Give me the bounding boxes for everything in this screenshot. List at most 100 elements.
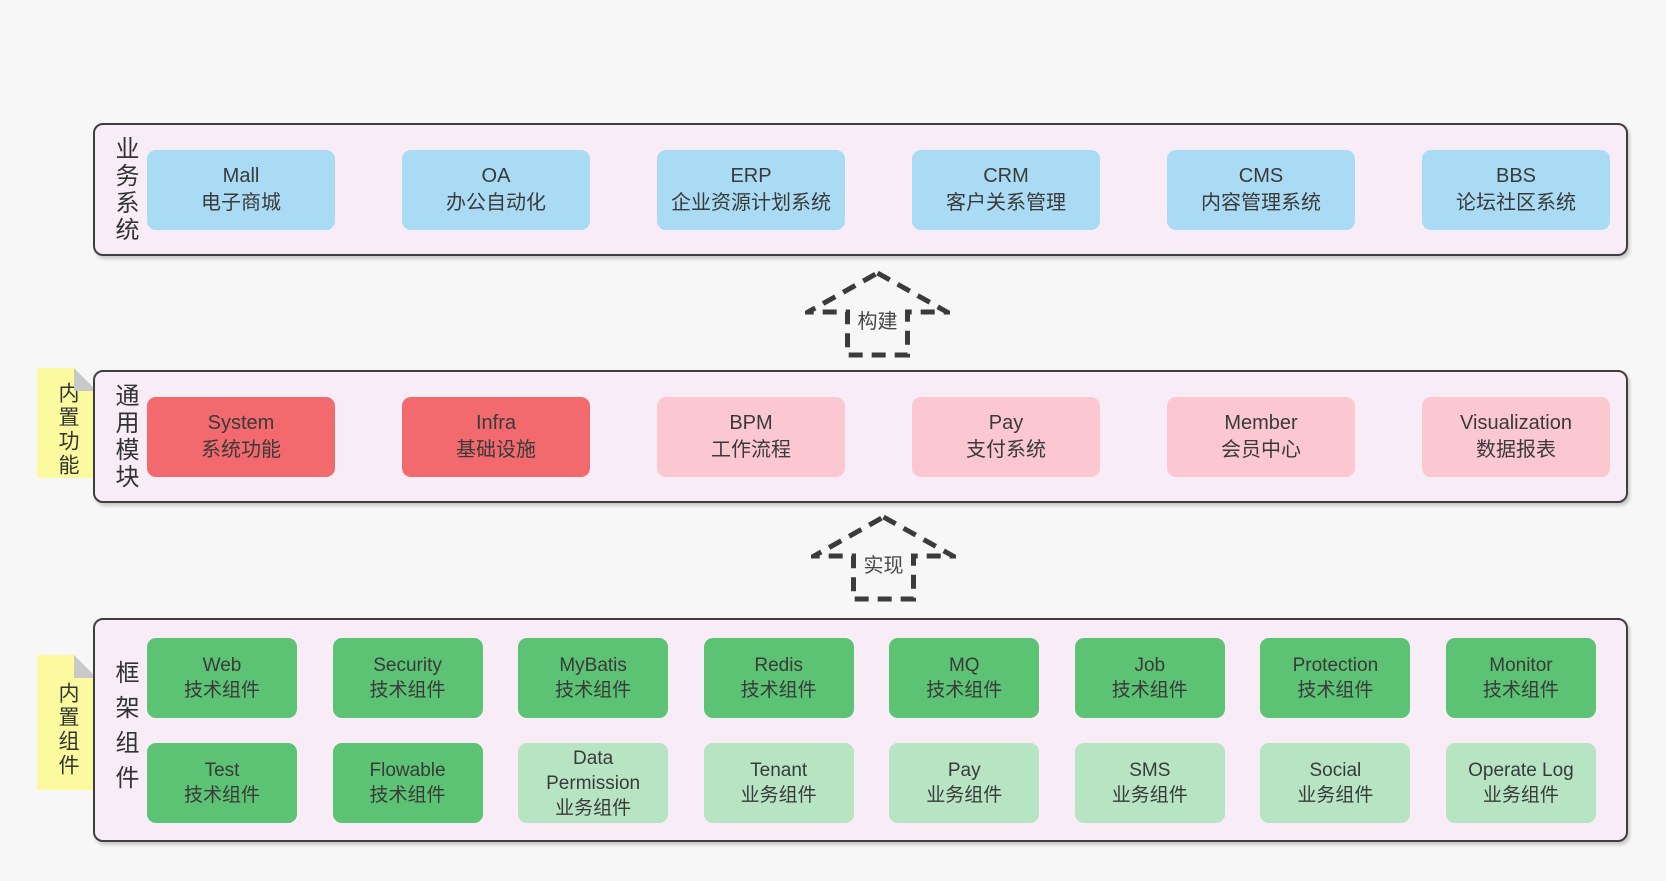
box-subtitle: 电子商城 [201, 192, 281, 214]
arrow-label: 实现 [860, 549, 907, 578]
box-protection: Protection 技术组件 [1260, 638, 1411, 718]
sticky-note-builtin-features: 内置功能 [37, 368, 97, 478]
box-title: Test [204, 760, 240, 781]
box-title: MQ [948, 655, 980, 676]
box-web: Web 技术组件 [147, 638, 297, 718]
box-title: Pay [988, 412, 1024, 434]
box-data-permission: Data Permission 业务组件 [518, 743, 669, 823]
dashed-up-arrow-icon [805, 270, 950, 358]
box-bpm: BPM 工作流程 [657, 397, 845, 477]
box-title: Redis [754, 655, 803, 676]
box-test: Test 技术组件 [147, 743, 297, 823]
box-subtitle: 业务组件 [1482, 785, 1559, 806]
box-visualization: Visualization 数据报表 [1422, 397, 1610, 477]
box-security: Security 技术组件 [332, 638, 483, 718]
box-crm: CRM 客户关系管理 [912, 150, 1100, 230]
box-subtitle: 基础设施 [456, 439, 536, 461]
box-subtitle: 业务组件 [740, 785, 817, 806]
box-subtitle: 技术组件 [369, 680, 446, 701]
box-subtitle: 技术组件 [369, 785, 446, 806]
box-row: Test 技术组件 Flowable 技术组件 Data Permission … [147, 743, 1596, 823]
arrow-implement: 实现 [811, 514, 956, 603]
box-title: OA [481, 165, 511, 187]
layer-title: 通用模块 [111, 382, 138, 491]
box-title: Pay [947, 760, 981, 781]
box-subtitle: 企业资源计划系统 [671, 192, 831, 214]
box-title: CMS [1238, 165, 1284, 187]
box-pay: Pay 支付系统 [912, 397, 1100, 477]
box-tenant: Tenant 业务组件 [703, 743, 854, 823]
box-title: Member [1224, 412, 1298, 434]
box-subtitle: 系统功能 [201, 439, 281, 461]
box-title: SMS [1129, 760, 1171, 781]
box-subtitle: 技术组件 [1111, 680, 1188, 701]
box-subtitle: 业务组件 [1297, 785, 1374, 806]
box-mybatis: MyBatis 技术组件 [518, 638, 669, 718]
box-title: Monitor [1489, 655, 1553, 676]
box-subtitle: 工作流程 [711, 439, 791, 461]
layer-framework-components: 框架组件 Web 技术组件 Security 技术组件 MyBatis 技术组件… [93, 618, 1628, 842]
box-subtitle: 业务组件 [926, 785, 1003, 806]
layer-title: 框架组件 [111, 660, 138, 800]
box-subtitle: 业务组件 [555, 797, 632, 819]
box-subtitle: 客户关系管理 [946, 192, 1066, 214]
box-cms: CMS 内容管理系统 [1167, 150, 1355, 230]
box-row: Web 技术组件 Security 技术组件 MyBatis 技术组件 Redi… [147, 638, 1596, 718]
box-redis: Redis 技术组件 [703, 638, 854, 718]
box-title: Visualization [1460, 412, 1572, 434]
box-row: Mall 电子商城 OA 办公自动化 ERP 企业资源计划系统 CRM 客户关系… [147, 150, 1610, 230]
box-subtitle: 会员中心 [1221, 439, 1301, 461]
box-erp: ERP 企业资源计划系统 [657, 150, 845, 230]
box-infra: Infra 基础设施 [402, 397, 590, 477]
dashed-up-arrow-icon [811, 514, 956, 602]
box-row: System 系统功能 Infra 基础设施 BPM 工作流程 Pay 支付系统… [147, 397, 1610, 477]
box-title: Job [1134, 655, 1166, 676]
box-sms: SMS 业务组件 [1074, 743, 1225, 823]
box-title: BPM [729, 412, 773, 434]
box-pay-biz: Pay 业务组件 [889, 743, 1040, 823]
sticky-note-builtin-components: 内置组件 [37, 655, 97, 790]
box-subtitle: 技术组件 [1297, 680, 1374, 701]
box-title: Data Permission [546, 747, 641, 794]
box-social: Social 业务组件 [1260, 743, 1411, 823]
box-subtitle: 技术组件 [926, 680, 1003, 701]
box-title: Mall [222, 165, 260, 187]
box-subtitle: 业务组件 [1111, 785, 1188, 806]
layer-title: 业务系统 [111, 135, 138, 244]
sticky-label: 内置功能 [56, 382, 79, 478]
layer-common-modules: 通用模块 System 系统功能 Infra 基础设施 BPM 工作流程 Pay… [93, 370, 1628, 503]
arrow-label: 构建 [854, 305, 901, 334]
layer-business-systems: 业务系统 Mall 电子商城 OA 办公自动化 ERP 企业资源计划系统 CRM… [93, 123, 1628, 256]
box-subtitle: 支付系统 [966, 439, 1046, 461]
box-bbs: BBS 论坛社区系统 [1422, 150, 1610, 230]
box-title: Protection [1292, 655, 1379, 676]
box-subtitle: 技术组件 [740, 680, 817, 701]
arrow-build: 构建 [805, 270, 950, 359]
box-mall: Mall 电子商城 [147, 150, 335, 230]
box-subtitle: 内容管理系统 [1201, 192, 1321, 214]
box-mq: MQ 技术组件 [889, 638, 1040, 718]
box-flowable: Flowable 技术组件 [332, 743, 483, 823]
box-title: MyBatis [559, 655, 627, 676]
sticky-label: 内置组件 [56, 681, 79, 778]
box-monitor: Monitor 技术组件 [1445, 638, 1596, 718]
box-title: BBS [1495, 165, 1537, 187]
box-subtitle: 技术组件 [1482, 680, 1559, 701]
box-subtitle: 数据报表 [1476, 439, 1556, 461]
box-title: Operate Log [1468, 760, 1574, 781]
box-system: System 系统功能 [147, 397, 335, 477]
box-title: Web [202, 655, 242, 676]
box-title: System [207, 412, 275, 434]
box-title: Security [373, 655, 442, 676]
box-subtitle: 办公自动化 [446, 192, 546, 214]
box-title: Flowable [369, 760, 446, 781]
box-title: Infra [475, 412, 517, 434]
box-subtitle: 技术组件 [555, 680, 632, 701]
box-title: ERP [730, 165, 772, 187]
box-member: Member 会员中心 [1167, 397, 1355, 477]
box-job: Job 技术组件 [1074, 638, 1225, 718]
box-subtitle: 技术组件 [183, 680, 260, 701]
box-subtitle: 技术组件 [183, 785, 260, 806]
box-operate-log: Operate Log 业务组件 [1445, 743, 1596, 823]
